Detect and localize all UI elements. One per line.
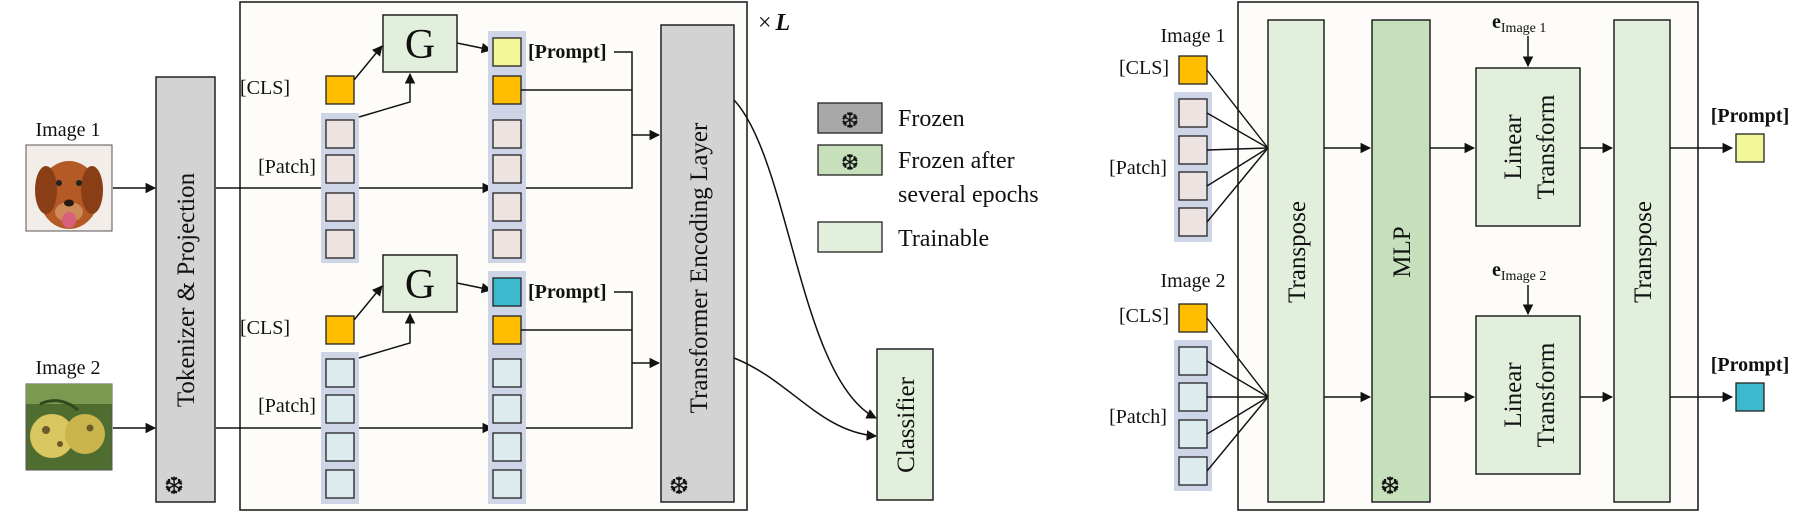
legend-trainable-label: Trainable xyxy=(898,226,989,252)
classifier-block xyxy=(876,348,934,501)
prompt-label-right-bottom: [Prompt] xyxy=(1711,354,1790,376)
patch-token xyxy=(1178,207,1208,237)
prompt-label-bottom: [Prompt] xyxy=(528,281,607,303)
image1-label-right: Image 1 xyxy=(1161,25,1226,47)
patch-label-top: [Patch] xyxy=(258,156,316,178)
legend-swatch-frozen-after xyxy=(817,144,883,176)
linear-transform-block-image1 xyxy=(1475,67,1581,227)
transpose-block-input xyxy=(1267,19,1325,503)
transpose-block-output xyxy=(1613,19,1671,503)
cls-label-top: [CLS] xyxy=(240,77,290,99)
linear-transform-block-image2 xyxy=(1475,315,1581,475)
repeat-label: ×L xyxy=(758,10,790,36)
patch-token xyxy=(1178,419,1208,449)
snowflake-icon: ❆ xyxy=(669,474,689,500)
transpose-label-output: Transpose xyxy=(1630,201,1657,303)
patch-token xyxy=(1178,456,1208,486)
tokenizer-projection-block xyxy=(155,76,216,503)
image2-label-right: Image 2 xyxy=(1161,270,1226,292)
classifier-label: Classifier xyxy=(893,376,920,472)
patch-token xyxy=(1178,98,1208,128)
image2-thumbnail-tomato xyxy=(25,383,113,471)
patch-token xyxy=(492,432,522,462)
generator-label-top: G xyxy=(405,22,435,68)
patch-token xyxy=(492,119,522,149)
patch-token xyxy=(1178,171,1208,201)
prompt-label-top: [Prompt] xyxy=(528,41,607,63)
patch-token xyxy=(492,358,522,388)
cls-token-top-out xyxy=(492,75,522,105)
tokenizer-projection-label: Tokenizer & Projection xyxy=(173,172,200,407)
cls-token-bottom-out xyxy=(492,315,522,345)
prompt-token-right-bottom xyxy=(1735,382,1765,412)
patch-token xyxy=(325,192,355,222)
legend-swatch-trainable xyxy=(817,221,883,253)
cls-label-right-top: [CLS] xyxy=(1119,57,1169,79)
linear-transform-label-image1-line1: Linear xyxy=(1500,114,1527,180)
transformer-encoding-layer-block xyxy=(660,24,735,503)
patch-token xyxy=(325,432,355,462)
patch-token xyxy=(492,394,522,424)
image2-label-left: Image 2 xyxy=(36,357,101,379)
patch-token xyxy=(325,394,355,424)
embedding-label-image1: eImage 1 xyxy=(1492,11,1546,36)
linear-transform-label-image2-line2: Transform xyxy=(1533,342,1560,447)
patch-label-bottom: [Patch] xyxy=(258,395,316,417)
linear-transform-label-image1-line2: Transform xyxy=(1533,94,1560,199)
patch-token xyxy=(325,229,355,259)
patch-label-right-bottom: [Patch] xyxy=(1109,406,1167,428)
prompt-token-bottom xyxy=(492,277,522,307)
legend-frozen-after-label-line2: several epochs xyxy=(898,182,1039,208)
image1-thumbnail-dog xyxy=(25,144,113,232)
patch-token xyxy=(492,469,522,499)
cls-label-right-bottom: [CLS] xyxy=(1119,305,1169,327)
snowflake-icon: ❆ xyxy=(841,108,859,133)
patch-token xyxy=(325,119,355,149)
image1-label-left: Image 1 xyxy=(36,119,101,141)
patch-label-right-top: [Patch] xyxy=(1109,157,1167,179)
legend-frozen-after-label-line1: Frozen after xyxy=(898,148,1015,174)
patch-token xyxy=(492,192,522,222)
patch-token xyxy=(1178,135,1208,165)
snowflake-icon: ❆ xyxy=(841,150,859,175)
embedding-label-image2: eImage 2 xyxy=(1492,259,1546,284)
generator-block-bottom xyxy=(382,254,458,313)
legend-swatch-frozen xyxy=(817,102,883,134)
prompt-token-right-top xyxy=(1735,133,1765,163)
transformer-encoding-layer-label: Transformer Encoding Layer xyxy=(686,122,713,413)
patch-token xyxy=(325,358,355,388)
legend-frozen-label: Frozen xyxy=(898,106,965,132)
patch-token xyxy=(1178,346,1208,376)
snowflake-icon: ❆ xyxy=(164,474,184,500)
generator-block-top xyxy=(382,14,458,73)
patch-token xyxy=(492,229,522,259)
cls-label-bottom: [CLS] xyxy=(240,317,290,339)
patch-token xyxy=(325,469,355,499)
patch-token xyxy=(492,154,522,184)
cls-token-bottom xyxy=(325,315,355,345)
patch-token xyxy=(1178,382,1208,412)
mlp-label: MLP xyxy=(1389,226,1416,277)
transpose-label-input: Transpose xyxy=(1284,201,1311,303)
cls-token-top xyxy=(325,75,355,105)
linear-transform-label-image2-line1: Linear xyxy=(1500,362,1527,428)
snowflake-icon: ❆ xyxy=(1380,474,1400,500)
mlp-block xyxy=(1371,19,1431,503)
generator-label-bottom: G xyxy=(405,262,435,308)
patch-token xyxy=(325,154,355,184)
prompt-token-top xyxy=(492,37,522,67)
prompt-label-right-top: [Prompt] xyxy=(1711,105,1790,127)
cls-token-right-bottom xyxy=(1178,303,1208,333)
cls-token-right-top xyxy=(1178,55,1208,85)
